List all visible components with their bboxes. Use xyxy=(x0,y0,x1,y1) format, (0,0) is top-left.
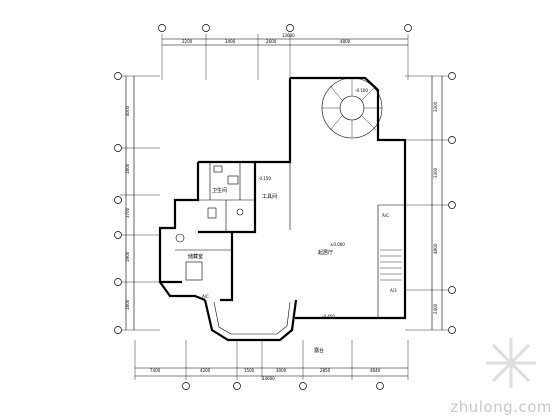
room-label-storage: 储藏室 xyxy=(188,253,203,260)
dim-top-total: 13600 xyxy=(282,33,295,38)
top-dimension-chain: 2200 3400 2600 4800 13600 xyxy=(161,33,409,80)
dim-bottom-2: 4200 xyxy=(200,368,211,373)
dim-bottom-5: 2850 xyxy=(320,368,331,373)
dim-left-2: 1800 xyxy=(125,163,130,174)
dim-bottom-total: 13600 xyxy=(262,376,275,381)
right-dimension-chain: 3300 3300 4800 2400 xyxy=(405,75,448,331)
dim-right-1: 3300 xyxy=(433,101,438,112)
dim-top-2: 3400 xyxy=(225,39,236,44)
interior-partitions xyxy=(175,162,405,318)
level-tool: -0.150 xyxy=(258,176,271,181)
dim-bottom-6: 4840 xyxy=(370,368,381,373)
axis-bubbles xyxy=(114,24,456,390)
dim-right-3: 4800 xyxy=(433,243,438,254)
dim-left-5: 1800 xyxy=(125,299,130,310)
dim-top-3: 2600 xyxy=(266,39,277,44)
building-walls xyxy=(158,76,407,342)
dim-bottom-1: 7400 xyxy=(150,368,161,373)
tag-ac-2: A/C xyxy=(202,294,209,299)
dim-left-1: 4000 xyxy=(125,105,130,116)
watermark-logo xyxy=(486,338,536,388)
tag-a3: A/3 xyxy=(390,288,397,293)
bottom-dimension-chain: 7400 4200 1500 3000 2850 4840 13600 xyxy=(134,340,409,381)
dim-right-2: 3300 xyxy=(433,167,438,178)
watermark-text: zhulong.com xyxy=(450,398,552,416)
dim-bottom-4: 3000 xyxy=(276,368,287,373)
dim-bottom-3: 1500 xyxy=(244,368,255,373)
level-terrace: -0.450 xyxy=(322,314,335,319)
dim-left-3: 3700 xyxy=(125,207,130,218)
room-label-tool: 工具间 xyxy=(262,193,277,200)
left-dimension-chain: 4000 1800 3700 1900 1800 xyxy=(120,75,160,331)
dim-right-4: 2400 xyxy=(433,303,438,314)
room-label-terrace: 露台 xyxy=(314,347,324,354)
tag-ac-1: A/C xyxy=(382,213,389,218)
room-label-bath: 卫生间 xyxy=(212,187,227,194)
level-stair: -0.100 xyxy=(355,88,368,93)
dim-top-4: 4800 xyxy=(340,39,351,44)
dim-left-4: 1900 xyxy=(125,251,130,262)
room-label-living: 起居厅 xyxy=(318,250,333,256)
straight-stair xyxy=(380,249,402,281)
dim-top-1: 2200 xyxy=(182,39,193,44)
level-living: ±0.000 xyxy=(330,242,345,247)
spiral-stair xyxy=(321,77,383,139)
